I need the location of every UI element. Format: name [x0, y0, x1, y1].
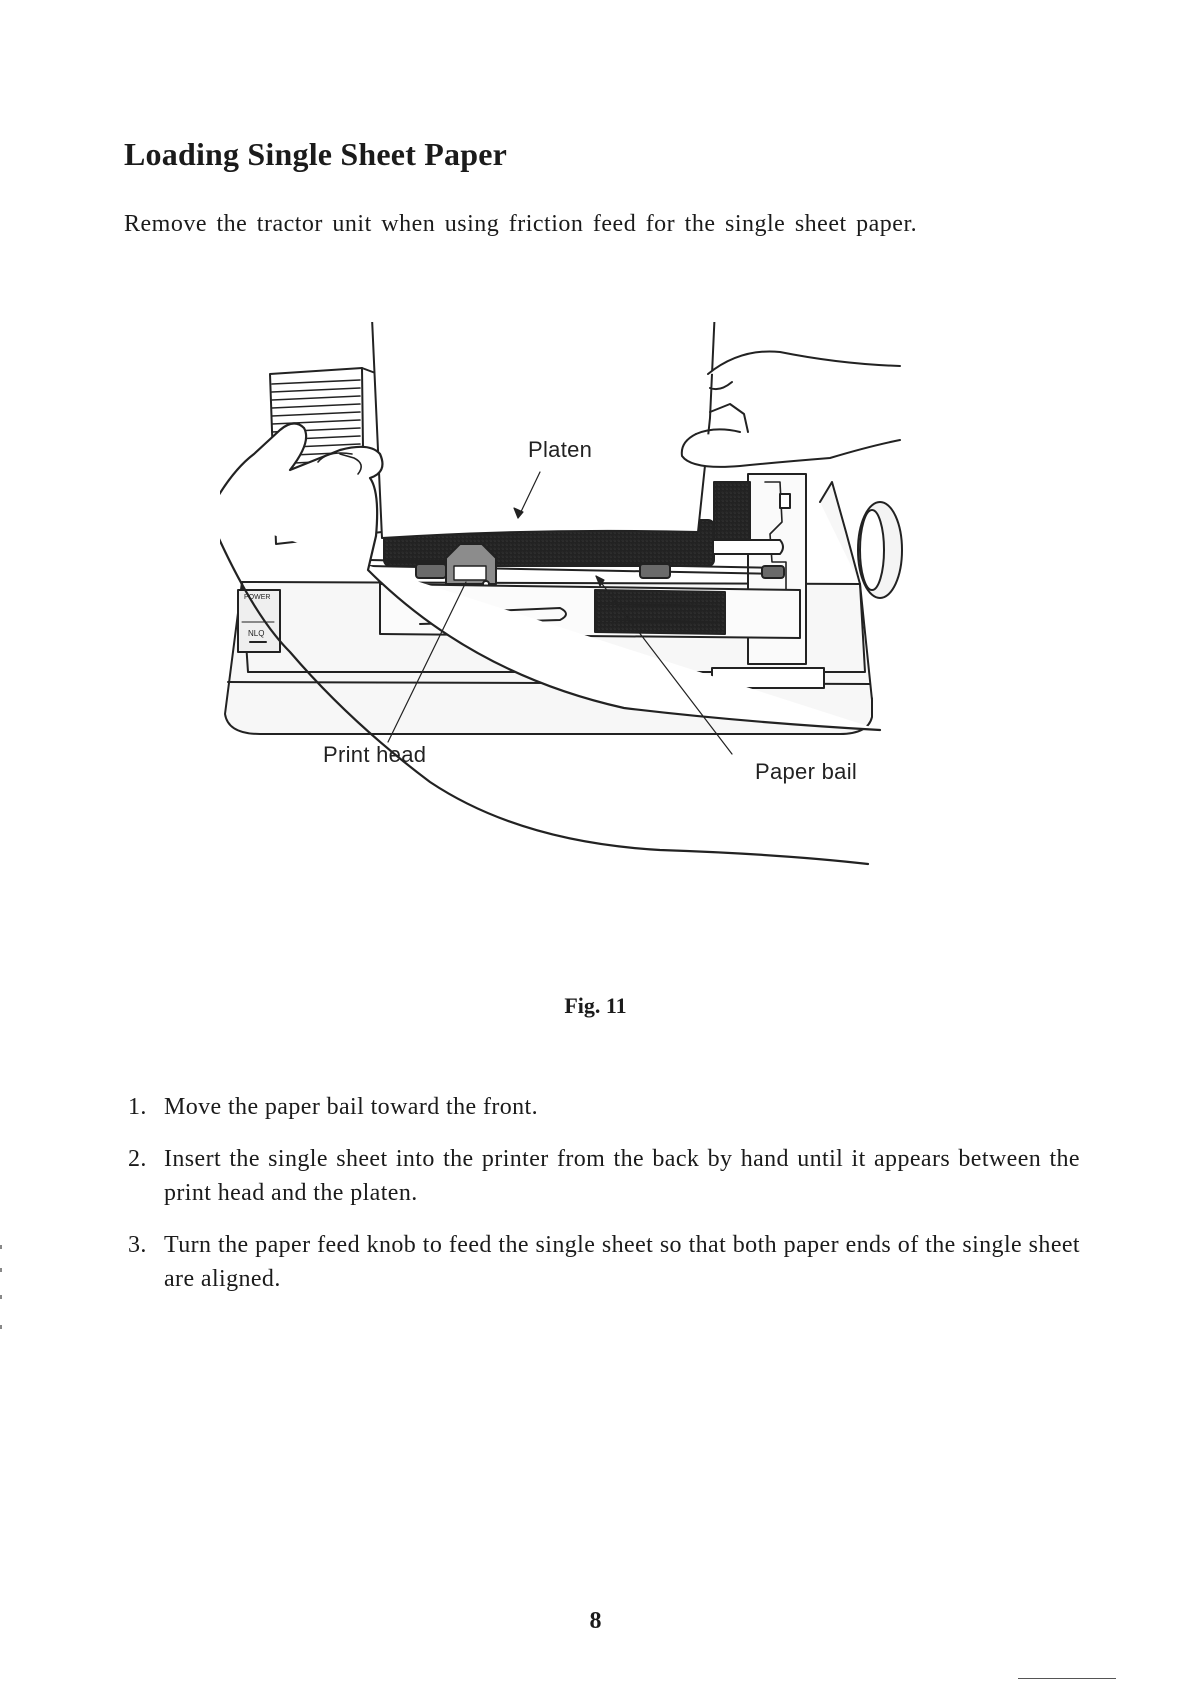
scan-edge-mark — [0, 1268, 2, 1272]
step-text: Turn the paper feed knob to feed the sin… — [164, 1232, 1080, 1292]
page-number: 8 — [589, 1608, 602, 1634]
step-number: 3. — [128, 1232, 147, 1258]
callout-print-head: Print head — [323, 742, 427, 767]
nlq-label: NLQ — [248, 629, 264, 638]
paper-bail-rod — [369, 559, 785, 579]
section-heading: Loading Single Sheet Paper — [124, 136, 508, 172]
figure-caption: Fig. 11 — [564, 993, 627, 1018]
step-text: Insert the single sheet into the printer… — [164, 1146, 1080, 1206]
callout-leaders — [387, 471, 733, 755]
callout-paper-bail: Paper bail — [755, 759, 858, 784]
list-item: 3. Turn the paper feed knob to feed the … — [128, 1228, 1080, 1296]
paper-sheet — [371, 307, 716, 539]
step-number: 2. — [128, 1146, 147, 1172]
step-text: Move the paper bail toward the front. — [164, 1094, 539, 1120]
intro-paragraph: Remove the tractor unit when using frict… — [124, 211, 918, 237]
printer-drawing: POWER NLQ — [206, 307, 903, 866]
step-number: 1. — [128, 1094, 147, 1120]
printer-illustration: POWER NLQ — [206, 307, 960, 942]
instruction-list: 1. Move the paper bail toward the front.… — [128, 1090, 1080, 1314]
callout-platen: Platen — [528, 437, 593, 462]
left-hand-arm — [206, 422, 882, 866]
print-head — [445, 543, 497, 588]
power-label: POWER — [244, 594, 270, 601]
footer-rule — [1018, 1678, 1116, 1679]
scan-edge-mark — [0, 1295, 2, 1299]
right-hand — [680, 350, 901, 468]
scan-edge-mark — [0, 1325, 2, 1329]
list-item: 2. Insert the single sheet into the prin… — [128, 1142, 1080, 1210]
scan-edge-mark — [0, 1245, 2, 1249]
list-item: 1. Move the paper bail toward the front. — [128, 1090, 1080, 1124]
